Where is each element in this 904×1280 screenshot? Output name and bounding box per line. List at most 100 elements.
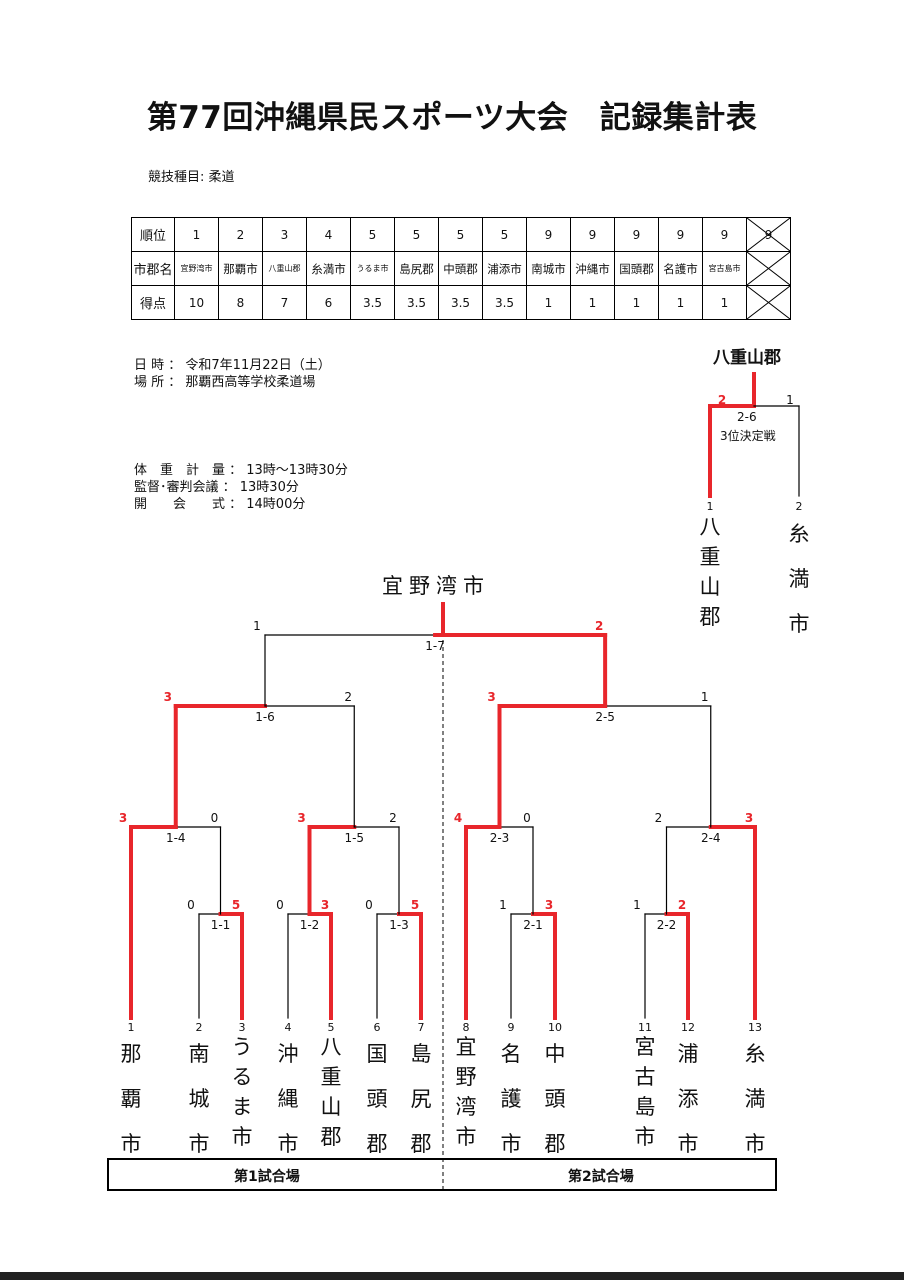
bottom-bar xyxy=(0,1272,904,1280)
seed-number: 12 xyxy=(681,1021,695,1034)
match-score: 1 xyxy=(701,690,709,704)
venue-2: 第2試合場 xyxy=(568,1169,634,1185)
third-place-score: 1 xyxy=(786,393,794,407)
match-score: 3 xyxy=(321,898,329,912)
team-label: 那覇市 xyxy=(120,1042,142,1156)
seed-number: 11 xyxy=(638,1021,652,1034)
match-score: 3 xyxy=(119,811,127,825)
team-label: 浦添市 xyxy=(677,1042,699,1156)
points-cell: 3.5 xyxy=(350,285,395,320)
third-place-title: 3位決定戦 xyxy=(720,429,776,443)
crossed-cell xyxy=(746,285,791,320)
seed-number: 9 xyxy=(508,1021,515,1034)
match-id: 2-3 xyxy=(490,831,510,845)
event-label: 競技種目: 柔道 xyxy=(148,170,235,185)
crossed-cell xyxy=(746,251,791,286)
page-title: 第77回沖縄県民スポーツ大会 記録集計表 xyxy=(146,100,758,136)
third-place-match-id: 2-6 xyxy=(737,410,757,424)
match-id: 1-1 xyxy=(211,918,231,932)
match-score: 3 xyxy=(545,898,553,912)
team-label: 宜野湾市 xyxy=(455,1035,477,1149)
weigh-in-info: 体 重 計 量 ： 13時～13時30分 xyxy=(134,463,348,478)
name-header: 市郡名 xyxy=(131,251,175,286)
match-score: 3 xyxy=(297,811,305,825)
rank-cell: 9 xyxy=(658,217,703,252)
team-label: 糸満市 xyxy=(744,1042,766,1156)
match-score: 3 xyxy=(164,690,172,704)
points-cell: 3.5 xyxy=(438,285,483,320)
seed-number: 7 xyxy=(418,1021,425,1034)
seed-number: 5 xyxy=(328,1021,335,1034)
opening-info: 開 会 式 ： 14時00分 xyxy=(134,497,306,512)
points-cell: 6 xyxy=(306,285,351,320)
venue-1: 第1試合場 xyxy=(234,1169,300,1185)
team-name-cell: 島尻郡 xyxy=(394,251,439,286)
match-id: 2-5 xyxy=(595,710,615,724)
crossed-rank: 9 xyxy=(764,227,773,242)
match-id: 2-2 xyxy=(657,918,677,932)
match-score: 2 xyxy=(389,811,397,825)
rank-cell: 4 xyxy=(306,217,351,252)
match-score: 0 xyxy=(523,811,531,825)
match-score: 5 xyxy=(411,898,419,912)
match-score: 5 xyxy=(232,898,240,912)
seed-number: 1 xyxy=(128,1021,135,1034)
third-place-team-left: 八重山郡 xyxy=(699,515,721,629)
third-place-score: 2 xyxy=(718,393,726,407)
team-label: 中頭郡 xyxy=(544,1042,566,1156)
match-score: 3 xyxy=(487,690,495,704)
team-label: うるま市 xyxy=(231,1035,253,1149)
match-id: 1-5 xyxy=(344,831,364,845)
points-cell: 1 xyxy=(658,285,703,320)
match-id: 1-4 xyxy=(166,831,186,845)
points-cell: 1 xyxy=(526,285,571,320)
crossed-cell: 9 xyxy=(746,217,791,252)
seed-number: 13 xyxy=(748,1021,762,1034)
champion-label: 宜野湾市 xyxy=(382,574,490,598)
match-id: 1-2 xyxy=(300,918,320,932)
third-place-winner: 八重山郡 xyxy=(713,348,781,368)
rank-cell: 9 xyxy=(526,217,571,252)
match-score: 0 xyxy=(187,898,195,912)
rank-cell: 5 xyxy=(350,217,395,252)
place-info: 場 所 ： 那覇西高等学校柔道場 xyxy=(134,375,316,390)
rank-cell: 5 xyxy=(438,217,483,252)
match-score: 1 xyxy=(253,619,261,633)
team-label: 宮古島市 xyxy=(634,1035,656,1149)
points-cell: 1 xyxy=(702,285,747,320)
rank-cell: 1 xyxy=(174,217,219,252)
points-cell: 3.5 xyxy=(394,285,439,320)
seed-number: 8 xyxy=(463,1021,470,1034)
seed-number: 1 xyxy=(707,500,714,513)
team-label: 島尻郡 xyxy=(410,1042,432,1156)
team-name-cell: 那覇市 xyxy=(218,251,263,286)
points-header: 得点 xyxy=(131,285,175,320)
match-score: 2 xyxy=(678,898,686,912)
match-score: 4 xyxy=(454,811,462,825)
match-id: 1-7 xyxy=(425,639,445,653)
match-score: 0 xyxy=(276,898,284,912)
seed-number: 2 xyxy=(196,1021,203,1034)
seed-number: 2 xyxy=(796,500,803,513)
points-cell: 3.5 xyxy=(482,285,527,320)
match-score: 1 xyxy=(499,898,507,912)
match-score: 2 xyxy=(344,690,352,704)
match-score: 2 xyxy=(655,811,663,825)
points-cell: 10 xyxy=(174,285,219,320)
match-id: 2-4 xyxy=(701,831,721,845)
venue-box xyxy=(107,1158,777,1191)
seed-number: 4 xyxy=(285,1021,292,1034)
team-label: 国頭郡 xyxy=(366,1042,388,1156)
match-id: 1-3 xyxy=(389,918,409,932)
team-label: 名護市 xyxy=(500,1042,522,1156)
team-label: 南城市 xyxy=(188,1042,210,1156)
team-label: 八重山郡 xyxy=(320,1035,342,1149)
match-score: 0 xyxy=(365,898,373,912)
seed-number: 3 xyxy=(239,1021,246,1034)
match-id: 1-6 xyxy=(255,710,275,724)
team-name-cell: 宮古島市 xyxy=(702,251,747,286)
